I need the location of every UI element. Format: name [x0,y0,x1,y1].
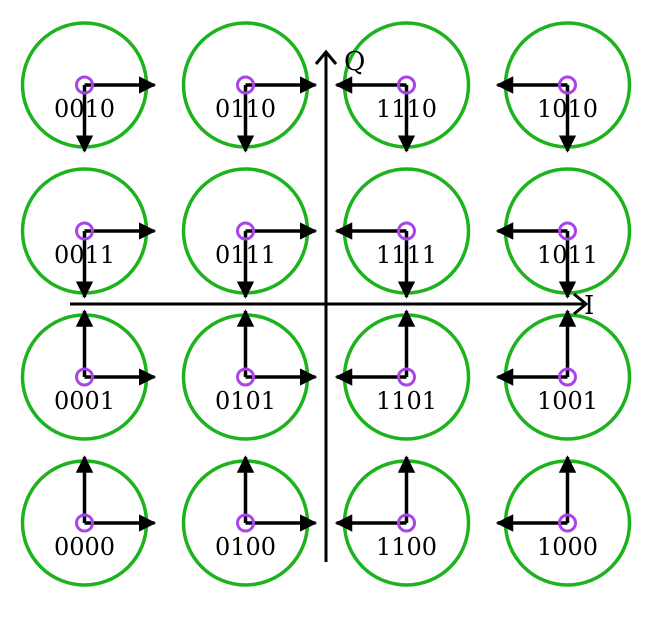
symbol-label: 1000 [537,533,598,561]
constellation-point [236,75,255,95]
symbol-label: 1101 [376,387,437,415]
constellation-point [397,75,416,95]
symbol-label: 0111 [215,241,276,269]
symbol-label: 1100 [376,533,437,561]
symbol-label: 0101 [215,387,276,415]
q-axis-arrow-icon [314,49,338,65]
symbol-label: 0010 [54,95,115,123]
symbol-label: 0011 [54,241,115,269]
i-axis-label: I [584,291,594,321]
constellation-point [75,221,94,241]
constellation-point [236,513,255,533]
symbol-label: 0001 [54,387,115,415]
symbol-label: 0000 [54,533,115,561]
symbol-label: 1011 [537,241,598,269]
constellation-point [75,513,94,533]
constellation-point [236,221,255,241]
constellation-point [397,221,416,241]
symbol-label: 1111 [376,241,437,269]
constellation-point [75,367,94,387]
constellation-point [397,367,416,387]
symbol-label: 0100 [215,533,276,561]
symbol-label: 0110 [215,95,276,123]
constellation-point [75,75,94,95]
constellation-point [558,75,577,95]
constellation-point [397,513,416,533]
constellation-points [75,75,577,533]
symbol-label: 1001 [537,387,598,415]
constellation-point [558,221,577,241]
constellation-point [558,513,577,533]
i-axis-arrow-icon [573,292,589,316]
constellation-point [558,367,577,387]
q-axis-label: Q [344,47,365,77]
symbol-label: 1110 [376,95,437,123]
symbol-label: 1010 [537,95,598,123]
constellation-point [236,367,255,387]
axes: I Q [70,47,594,562]
symbol-labels: 0010 0110 1110 1010 0011 0111 1111 1011 0001 0101… [54,95,598,561]
transition-arrows [75,76,577,532]
